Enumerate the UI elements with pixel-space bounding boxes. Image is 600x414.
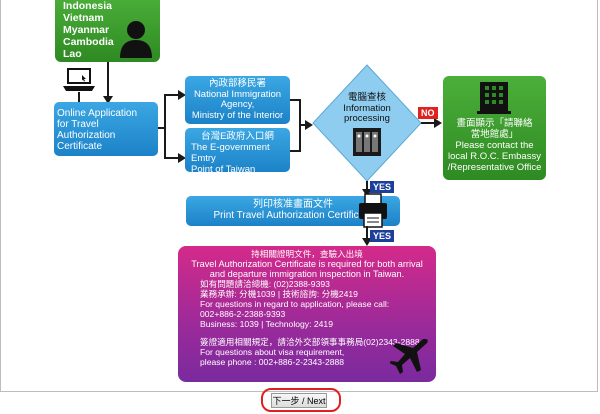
connector-line <box>78 92 80 102</box>
info-text: 簽證適用相關規定，請洽外交部領事事務局(02)2343-2888 <box>200 337 420 348</box>
info-zh-title: 持相關證明文件，查驗入出境 <box>251 249 363 259</box>
person-icon <box>120 21 152 58</box>
country-item: Cambodia <box>63 36 114 48</box>
online-line: Authorization Certificate <box>57 130 116 152</box>
info-text: 如有問題請洽總機: (02)2388-9393 <box>200 279 330 290</box>
connector-line <box>366 226 368 240</box>
arrow-head <box>362 238 372 246</box>
arrow-head <box>178 90 186 100</box>
immigration-en: Agency, <box>220 99 255 110</box>
connector-line <box>158 127 165 129</box>
arrow-head <box>434 118 442 128</box>
inspection-info-box: 持相關證明文件，查驗入出境 Travel Authorization Certi… <box>178 246 436 382</box>
no-label: NO <box>418 107 438 119</box>
immigration-box: 內政部移民署 National Immigration Agency, Mini… <box>185 76 290 124</box>
processing-zh: 電腦查核 <box>347 92 386 103</box>
online-line: for Travel <box>57 119 99 130</box>
building-icon <box>477 82 511 114</box>
connector-line <box>107 62 109 98</box>
connector-line <box>366 181 368 191</box>
connector-line <box>421 122 435 124</box>
info-text: For questions in regard to application, … <box>200 298 390 309</box>
immigration-en: National Immigration <box>193 88 282 100</box>
connector-line <box>290 150 300 152</box>
country-item: Lao <box>63 48 82 60</box>
connector-line <box>290 99 300 101</box>
online-application-box: Online Application for Travel Authorizat… <box>54 102 158 156</box>
info-en-title: and departure immigration inspection in … <box>209 268 405 279</box>
arrow-head <box>362 189 372 197</box>
processing-en: Information <box>343 102 391 114</box>
egov-zh: 台灣E政府入口網 <box>201 131 274 142</box>
egov-en: The E-government Emtry <box>191 142 270 164</box>
info-text: For questions about visa requirement, <box>200 347 345 358</box>
embassy-zh: 當地館處」 <box>470 129 519 140</box>
embassy-en: /Representative Office <box>447 162 542 173</box>
egov-en: Point of Taiwan <box>191 164 256 175</box>
server-icon <box>353 128 381 156</box>
country-item: Vietnam <box>63 12 104 24</box>
airplane-icon <box>390 339 428 374</box>
country-item: Indonesia <box>63 0 113 12</box>
laptop-icon <box>63 68 95 91</box>
arrow-head <box>305 120 313 130</box>
info-text: 業務承辦: 分機1039 | 技術諮詢: 分機2419 <box>200 289 358 300</box>
print-en: Print Travel Authorization Certificate <box>213 210 373 221</box>
yes-label: YES <box>370 230 395 242</box>
immigration-en: Ministry of the Interior <box>191 109 284 121</box>
connector-line <box>300 124 306 126</box>
online-line: Online Application <box>57 108 138 119</box>
country-list-box: Indonesia Vietnam Myanmar Cambodia Lao <box>55 0 160 62</box>
info-text: please phone : 002+886-2-2343-2888 <box>200 356 345 367</box>
arrow-head <box>103 96 113 104</box>
content-frame <box>0 0 598 392</box>
print-zh: 列印核准畫面文件 <box>253 199 333 210</box>
embassy-zh: 畫面顯示「請聯絡 <box>456 118 533 129</box>
egov-box: 台灣E政府入口網 The E-government Emtry Point of… <box>185 128 290 175</box>
info-en-title: Travel Authorization Certificate is requ… <box>191 258 423 269</box>
connector-line <box>164 94 180 96</box>
yes-label: YES <box>370 181 395 193</box>
embassy-en: local R.O.C. Embassy <box>448 151 541 162</box>
printer-icon <box>359 193 387 228</box>
arrow-head <box>178 153 186 163</box>
processing-label: 電腦查核 Information processing <box>332 92 402 125</box>
info-text: 002+886-2-2388-9393 <box>200 308 286 319</box>
next-highlight <box>261 388 341 412</box>
next-button[interactable]: 下一步 / Next <box>271 393 327 408</box>
embassy-en: Please contact the <box>455 140 534 151</box>
connector-line <box>164 157 180 159</box>
embassy-box: 畫面顯示「請聯絡 當地館處」 Please contact the local … <box>443 76 546 180</box>
info-text: Business: 1039 | Technology: 2419 <box>200 318 333 329</box>
connector-line <box>164 94 166 158</box>
immigration-zh: 內政部移民署 <box>208 78 266 89</box>
processing-en: processing <box>344 113 390 124</box>
country-item: Myanmar <box>63 24 110 36</box>
